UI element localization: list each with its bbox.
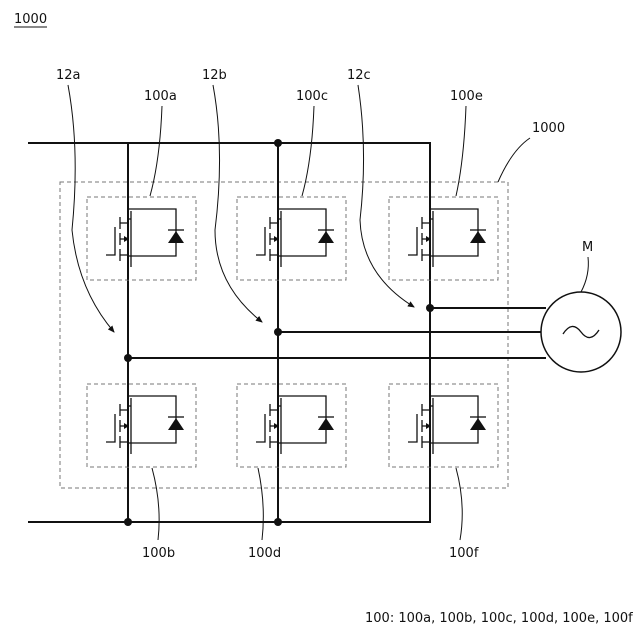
switch-label-100a: 100a [144, 89, 177, 104]
phase-a-arrow [68, 85, 114, 332]
positive-dc-rail [28, 143, 430, 182]
phase-c-arrow [358, 85, 414, 307]
figure-label: 1000 [14, 12, 47, 27]
switch-module-100e [389, 197, 498, 280]
switch-label-100e: 100e [450, 89, 483, 104]
motor-label-leader [581, 257, 588, 292]
leader-1000 [498, 138, 530, 182]
junction-dot [426, 304, 434, 312]
switch-module-100a [87, 197, 196, 280]
motor-label: M [582, 240, 593, 255]
phase-label-12c: 12c [347, 68, 371, 83]
switch-module-100c [237, 197, 346, 280]
junction-dot [124, 354, 132, 362]
junction-dot [274, 328, 282, 336]
phase-b-arrow [213, 85, 262, 322]
switch-module-100f [389, 384, 498, 467]
switch-label-100b: 100b [142, 546, 175, 561]
switch-label-100d: 100d [248, 546, 281, 561]
switch-label-100c: 100c [296, 89, 328, 104]
leader-100f [456, 468, 462, 540]
switch-label-100f: 100f [449, 546, 479, 561]
phase-label-12b: 12b [202, 68, 227, 83]
inverter-label: 1000 [532, 121, 565, 136]
phase-label-12a: 12a [56, 68, 81, 83]
leader-100d [258, 468, 263, 540]
junction-dot [274, 139, 282, 147]
footnote: 100: 100a, 100b, 100c, 100d, 100e, 100f [365, 611, 633, 626]
junction-dot [124, 518, 132, 526]
switch-module-100b [87, 384, 196, 467]
negative-dc-rail [28, 488, 430, 522]
junction-dot [274, 518, 282, 526]
leader-100b [152, 468, 159, 540]
switch-module-100d [237, 384, 346, 467]
